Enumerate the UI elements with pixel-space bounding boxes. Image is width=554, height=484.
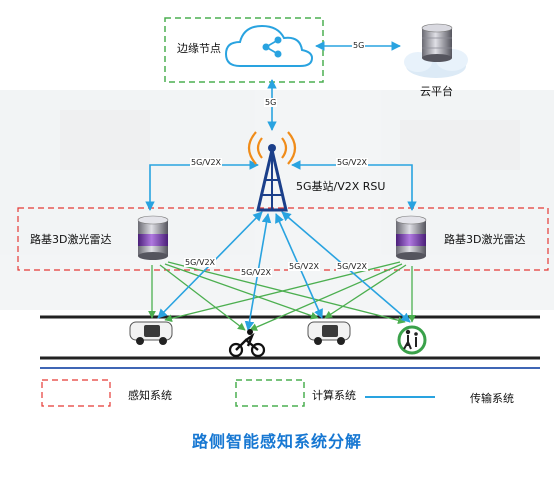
cloud-platform: [404, 23, 468, 78]
edge-node-label: 边缘节点: [177, 42, 221, 55]
lidar-right-label: 路基3D激光雷达: [444, 233, 526, 246]
base-station-label: 5G基站/V2X RSU: [296, 180, 386, 193]
car-icon: [307, 321, 351, 345]
legend: [41, 379, 435, 407]
v2x-link-label: 5G/V2X: [184, 258, 217, 267]
diagram-title: 路侧智能感知系统分解: [191, 432, 362, 451]
edge-node: [224, 24, 314, 67]
lidar-left-label: 路基3D激光雷达: [30, 233, 112, 246]
lidar-icon: [395, 215, 427, 260]
v2x-link-label: 5G/V2X: [336, 262, 369, 271]
edge-cloud-link-label: 5G: [352, 41, 366, 50]
lidar-left-link-label: 5G/V2X: [190, 158, 223, 167]
v2x-link-label: 5G/V2X: [288, 262, 321, 271]
lidar-right-station-link: [291, 160, 417, 211]
share-icon: [262, 36, 282, 58]
lidar-icon: [137, 215, 169, 260]
tower-icon: [247, 131, 297, 212]
background-scenery: [0, 90, 554, 310]
perception-system-box: [17, 207, 549, 271]
lidar-right-link-label: 5G/V2X: [336, 158, 369, 167]
legend-computing-swatch: [235, 379, 305, 407]
pedestrian-icon: [397, 325, 427, 355]
legend-perception-label: 感知系统: [128, 389, 172, 402]
v2x-link-label: 5G/V2X: [240, 268, 273, 277]
cyclist-icon: [228, 329, 266, 358]
legend-transmission-label: 传输系统: [470, 392, 514, 405]
legend-perception-swatch: [41, 379, 111, 407]
road: [40, 315, 540, 369]
edge-station-link-label: 5G: [264, 98, 278, 107]
database-icon: [421, 23, 453, 62]
car-icon: [129, 321, 173, 345]
legend-computing-label: 计算系统: [312, 389, 356, 402]
cloud-platform-label: 云平台: [420, 85, 453, 98]
